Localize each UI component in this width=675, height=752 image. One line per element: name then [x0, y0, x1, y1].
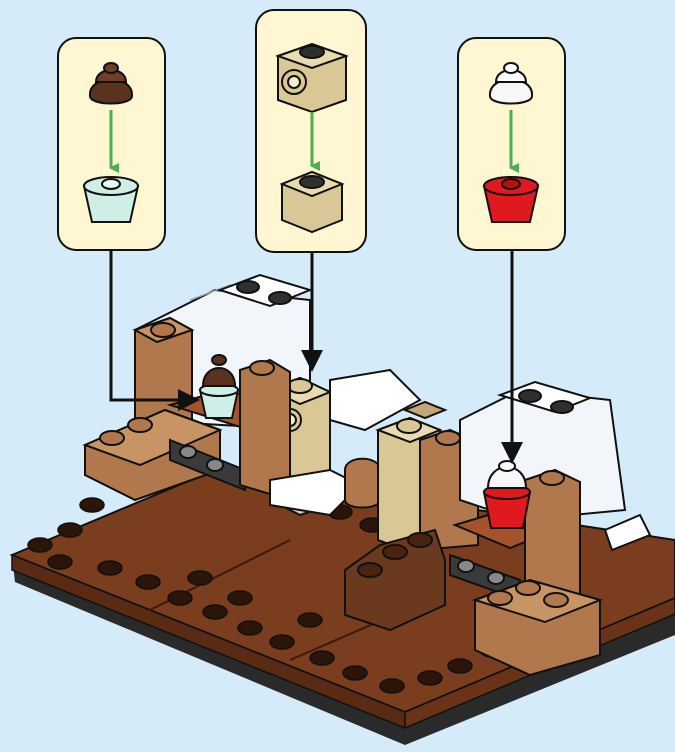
tan-brick-with-side-stud-part	[278, 44, 346, 112]
callout-left	[58, 38, 165, 250]
callout-middle	[256, 10, 366, 252]
red-cupcake-cup-part	[484, 177, 538, 222]
callout-right	[458, 38, 565, 250]
tan-1x1-brick-part	[282, 172, 342, 232]
light-blue-cupcake-cup-part	[84, 177, 138, 222]
